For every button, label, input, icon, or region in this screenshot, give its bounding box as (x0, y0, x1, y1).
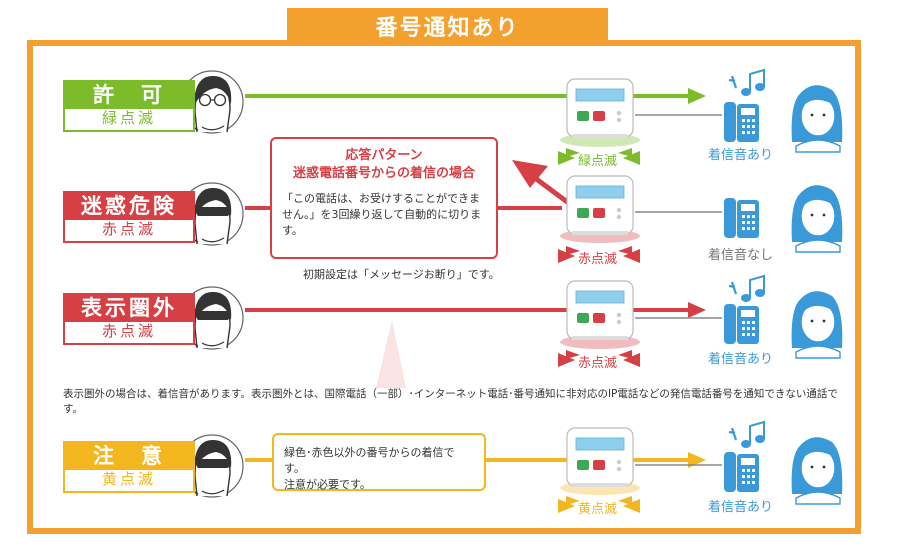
caution-line-1: 緑色･赤色以外の番号からの着信です。 (284, 446, 455, 475)
label-caution-title: 注 意 (65, 443, 193, 470)
ring-result-danger: 着信音なし (708, 248, 774, 263)
label-allow: 許 可 緑点滅 (63, 80, 195, 132)
arrow-head-icon (688, 452, 706, 468)
woman-icon (790, 184, 843, 253)
music-note-icon (727, 420, 767, 450)
response-body: 「この電話は、お受けすることができません。」を3回繰り返して自動的に切ります。 (282, 192, 482, 237)
arrow-head-icon (688, 302, 706, 318)
row-out-of-range (180, 274, 843, 388)
caution-line-2: 注意が必要です。 (284, 478, 371, 491)
woman-icon (790, 290, 843, 359)
music-note-icon (727, 68, 767, 98)
telephone-icon (724, 452, 759, 492)
device-status-danger: 赤点滅 (578, 252, 618, 267)
label-out-of-range-sub: 赤点滅 (65, 322, 193, 343)
telephone-icon (724, 102, 759, 142)
caller-blocker-device (566, 78, 634, 139)
music-note-icon (727, 274, 767, 304)
woman-icon (790, 436, 843, 505)
telephone-icon (724, 198, 759, 238)
row-caution (180, 420, 843, 513)
caller-blocker-device (566, 427, 634, 488)
woman-icon (790, 84, 843, 153)
label-caution-sub: 黄点滅 (65, 470, 193, 491)
label-allow-sub: 緑点滅 (65, 109, 193, 130)
device-status-caution: 黄点滅 (578, 502, 618, 517)
caller-blocker-device (566, 280, 634, 341)
man-with-sunglasses-icon (180, 434, 244, 498)
label-danger-sub: 赤点滅 (65, 220, 193, 241)
response-title-1: 応答パターン (345, 148, 423, 163)
man-with-phone-icon (180, 70, 244, 134)
row-allow (180, 68, 843, 165)
label-danger-title: 迷惑危険 (65, 193, 193, 220)
man-with-sunglasses-icon (180, 286, 244, 350)
out-of-range-note: 表示圏外の場合は、着信音があります。表示圏外とは、国際電話（一部）･インターネッ… (63, 388, 838, 415)
label-allow-title: 許 可 (65, 82, 193, 109)
ring-result-allow: 着信音あり (708, 148, 774, 163)
telephone-icon (724, 304, 759, 344)
caution-box: 緑色･赤色以外の番号からの着信です。 注意が必要です。 (272, 433, 486, 491)
response-title-2: 迷惑電話番号からの着信の場合 (292, 166, 475, 181)
reject-arrow-icon (512, 160, 548, 188)
label-out-of-range-title: 表示圏外 (65, 295, 193, 322)
ring-result-out-of-range: 着信音あり (708, 352, 774, 367)
label-caution: 注 意 黄点滅 (63, 441, 195, 493)
label-danger: 迷惑危険 赤点滅 (63, 191, 195, 243)
device-status-out-of-range: 赤点滅 (578, 356, 618, 371)
response-pattern-box: 応答パターン 迷惑電話番号からの着信の場合 「この電話は、お受けすることができま… (270, 137, 498, 259)
device-status-allow: 緑点滅 (578, 154, 618, 169)
caller-blocker-device (566, 175, 634, 236)
default-setting-note: 初期設定は「メッセージお断り」です。 (303, 268, 500, 281)
label-out-of-range: 表示圏外 赤点滅 (63, 293, 195, 345)
man-with-sunglasses-icon (180, 182, 244, 246)
callout-pointer (376, 320, 406, 388)
arrow-head-icon (688, 88, 706, 104)
ring-result-caution: 着信音あり (708, 500, 774, 515)
